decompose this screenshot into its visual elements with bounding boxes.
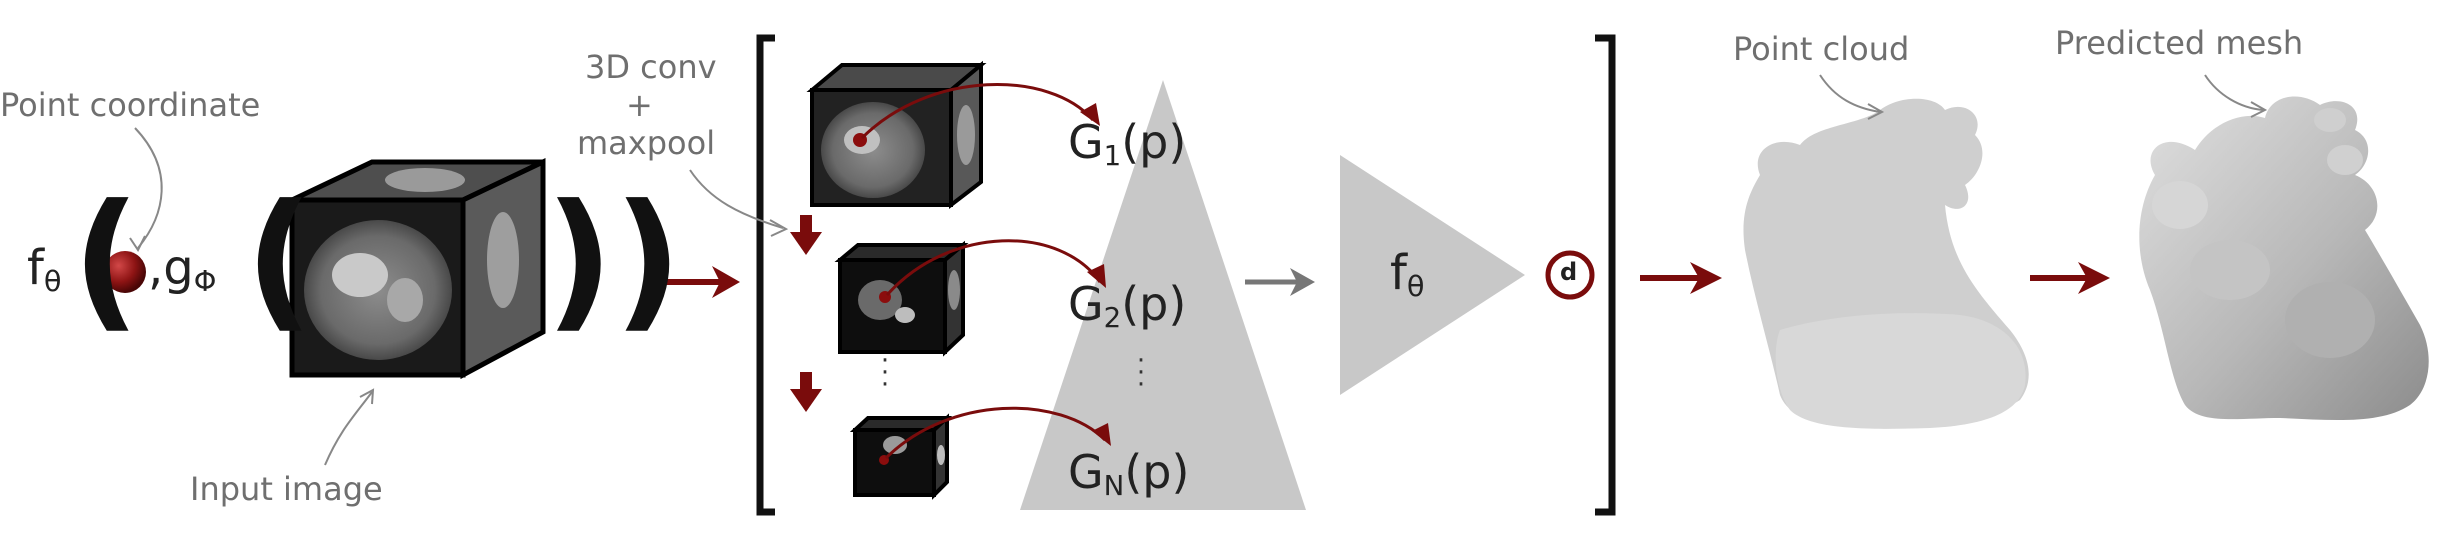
output-d-label: d [1560, 258, 1578, 286]
feature-pyramid [1020, 80, 1306, 510]
feature-g2-label: G2(p) [1068, 277, 1187, 334]
point-coordinate-pointer [134, 127, 163, 249]
conv-label-line3: maxpool [577, 124, 716, 162]
downsample-arrow-2-icon [790, 372, 822, 412]
encoder-right-bracket [1595, 34, 1616, 516]
conv-pointer [689, 169, 784, 229]
g1-arrow [860, 83, 1095, 140]
formula-open-paren-2: ( [245, 173, 314, 347]
feature-cube-2-icon [834, 240, 969, 357]
conv-label-line2: + [626, 86, 653, 124]
formula-g: ,gΦ [148, 240, 217, 299]
gn-arrow [884, 406, 1107, 460]
features-ellipsis-icon: ··· [1136, 346, 1146, 400]
conv-label-line1: 3D conv [585, 48, 717, 86]
decoder-f-label: fθ [1390, 245, 1425, 304]
point-cloud-label: Point cloud [1733, 30, 1910, 68]
downsample-arrow-1-icon [790, 215, 822, 255]
predicted-mesh-pointer [2204, 74, 2264, 111]
input-image-label: Input image [190, 470, 383, 508]
g2-arrow [885, 239, 1102, 297]
formula-close-parens: )) [545, 173, 683, 347]
feature-g1-label: G1(p) [1068, 115, 1187, 172]
formula-open-paren-1: ( [72, 173, 141, 347]
input-image-pointer [324, 391, 373, 466]
point-ball-icon [104, 251, 146, 293]
feature-cube-3-icon [849, 413, 953, 500]
predicted-mesh-label: Predicted mesh [2055, 24, 2304, 62]
encoder-left-bracket [756, 34, 775, 516]
feature-cube-1-icon [806, 60, 987, 210]
point-cloud-shape [1743, 98, 2029, 429]
predicted-mesh-shape [2139, 96, 2429, 421]
decoder-triangle [1340, 155, 1525, 395]
input-image-cube-icon [289, 158, 546, 380]
cubes-ellipsis-icon: ··· [880, 346, 890, 400]
feature-gn-label: GN(p) [1068, 445, 1190, 502]
point-coordinate-label: Point coordinate [0, 86, 261, 124]
formula-f: fθ [27, 240, 62, 299]
point-cloud-pointer [1819, 74, 1881, 113]
output-circle-icon [1545, 250, 1595, 300]
